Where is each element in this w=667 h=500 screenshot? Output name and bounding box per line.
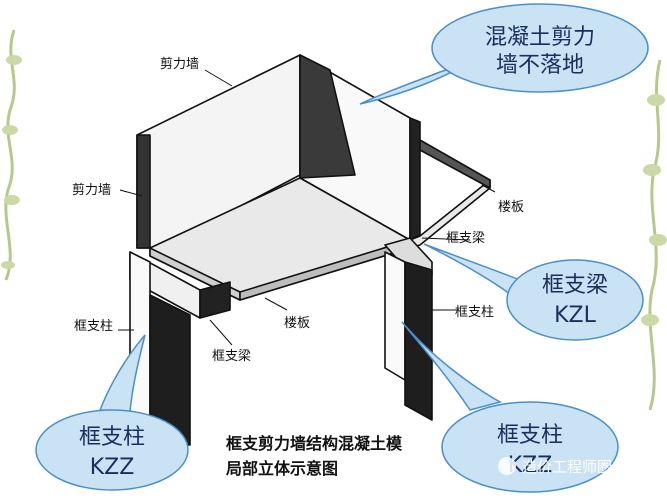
callout-column-left-line-2: KZZ [90,455,135,480]
label-shear-wall-left: 剪力墙 [72,182,111,198]
caption-line-2: 局部立体示意图 [226,459,338,478]
watermark: 造价工程师圈儿 [498,457,627,476]
label-transfer-beam-bottom: 框支梁 [212,349,251,364]
callout-wall-line-1: 混凝土剪力 [485,25,595,50]
callout-column-right-line-1: 框支柱 [497,423,563,448]
callout-transfer-beam: 框支梁 KZL [423,243,644,341]
label-transfer-column-left: 框支柱 [74,319,113,334]
watermark-text: 造价工程师圈儿 [522,458,627,476]
label-slab-bottom: 楼板 [284,316,310,331]
callout-column-left-line-1: 框支柱 [79,425,145,450]
callout-wall-not-landing: 混凝土剪力 墙不落地 [359,3,649,105]
callout-wall-line-2: 墙不落地 [496,53,584,78]
wechat-icon [498,457,516,475]
callout-beam-line-2: KZL [554,303,596,328]
label-shear-wall-top: 剪力墙 [160,56,199,72]
label-slab-right: 楼板 [498,200,524,215]
right-vine-decoration [641,59,667,411]
caption-line-1: 框支剪力墙结构混凝土模 [226,434,403,453]
callout-column-right: 框支柱 KZZ [401,321,619,493]
structure-drawing [118,54,496,446]
label-transfer-column-right: 框支柱 [455,305,494,320]
callout-beam-line-1: 框支梁 [542,273,608,298]
callout-column-left: 框支柱 KZZ [35,334,189,491]
left-vine-decoration [1,29,22,281]
transfer-column-right [384,251,406,381]
label-transfer-beam-right: 框支梁 [446,231,485,246]
